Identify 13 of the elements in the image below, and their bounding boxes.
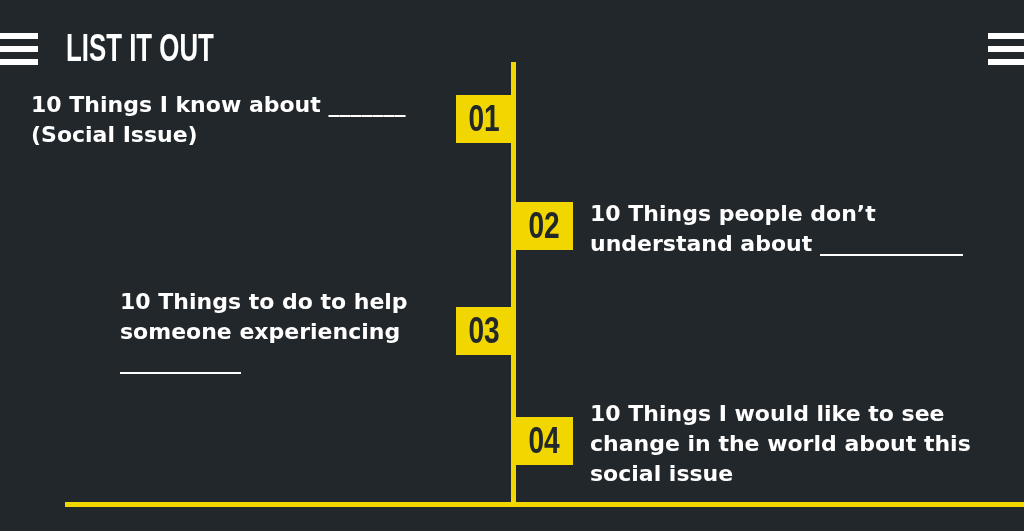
page-title: LIST IT OUT xyxy=(66,28,214,68)
number-tag xyxy=(516,417,573,465)
step-number: 04 xyxy=(528,423,561,459)
prompt-text: 10 Things I know about _______ (Social Issue) xyxy=(31,91,407,149)
step-number: 03 xyxy=(468,313,501,349)
number-tag xyxy=(456,95,513,143)
step-number: 01 xyxy=(468,101,501,137)
prompt-text: 10 Things people don’t understand about _____________ xyxy=(590,200,964,258)
number-tag xyxy=(456,307,513,355)
number-tag xyxy=(516,202,573,250)
step-number: 02 xyxy=(528,208,561,244)
prompt-text: 10 Things to do to help someone experiencing ___________ xyxy=(120,288,409,376)
prompt-text: 10 Things I would like to see change in the world about this social issue xyxy=(590,400,972,488)
